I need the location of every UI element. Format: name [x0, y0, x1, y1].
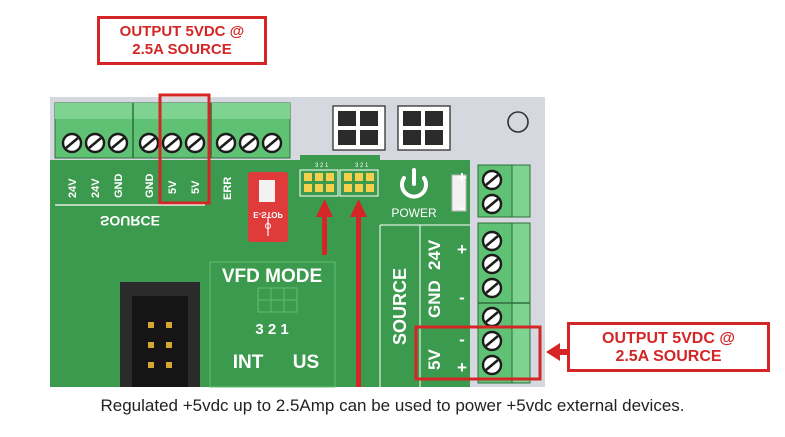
top-label-2: 24V [90, 178, 102, 198]
callout-right-line2: 2.5A SOURCE [615, 348, 722, 365]
callout-top-line2: 2.5A SOURCE [132, 41, 232, 58]
vfd-mode-title: VFD MODE [222, 266, 322, 287]
minus-sign-3: - [459, 330, 465, 349]
side-5v-label: 5V [425, 349, 444, 370]
pin-header-left [332, 105, 386, 151]
dip-numbers-left: 3 2 1 [315, 163, 329, 169]
top-label-6: 5V [190, 180, 202, 194]
source-label-mirrored: SOURCE [100, 213, 160, 229]
top-label-4: GND [144, 174, 156, 199]
top-label-5: 5V [167, 180, 179, 194]
highlight-right-5v [414, 325, 542, 381]
callout-top: OUTPUT 5VDC @ 2.5A SOURCE [97, 16, 267, 65]
top-terminal-block [54, 102, 291, 159]
power-switch [451, 174, 467, 212]
minus-sign-1: - [459, 198, 465, 217]
callout-right: OUTPUT 5VDC @ 2.5A SOURCE [567, 322, 770, 372]
callout-right-line1: OUTPUT 5VDC @ [602, 330, 735, 347]
idc-connector [120, 282, 200, 387]
vfd-outline [209, 261, 336, 388]
vfd-us-label: US [293, 352, 319, 373]
dip-switch-left: 3 2 1 [299, 163, 339, 197]
plus-sign-1: + [457, 168, 467, 187]
pin-header-right [397, 105, 451, 151]
arrow-up-icon [350, 199, 367, 387]
top-label-3: GND [113, 174, 125, 199]
estop-label: E-STOP [253, 210, 283, 219]
power-icon [400, 168, 428, 199]
callout-top-line1: OUTPUT 5VDC @ [119, 23, 245, 40]
arrow-left-icon [546, 343, 567, 361]
power-label: POWER [391, 206, 437, 220]
minus-sign-2: - [459, 288, 465, 307]
estop-module: E-STOP [248, 172, 288, 242]
err-label: ERR [222, 177, 234, 200]
mounting-hole [507, 111, 529, 133]
side-gnd-label: GND [425, 280, 444, 318]
plus-sign-3: + [457, 358, 467, 377]
dip-switch-right: 3 2 1 [339, 163, 379, 197]
side-source-label: SOURCE [390, 268, 410, 345]
right-terminal-block-upper [477, 164, 531, 218]
side-24v-label: 24V [425, 239, 444, 270]
plus-sign-2: + [457, 240, 467, 259]
caption: Regulated +5vdc up to 2.5Amp can be used… [100, 396, 685, 415]
dip-numbers-right: 3 2 1 [355, 163, 369, 169]
vfd-jumper-grid [257, 287, 298, 313]
highlight-top-5v [158, 93, 211, 205]
vfd-int-label: INT [233, 352, 264, 373]
vfd-numbers: 3 2 1 [255, 321, 288, 338]
right-terminal-block-lower [477, 222, 531, 384]
top-label-1: 24V [67, 178, 79, 198]
pcb-illustration: 24V 24V GND GND 5V 5V ERR SOURCE E-STOP … [50, 93, 567, 388]
arrow-up-icon [316, 199, 333, 255]
